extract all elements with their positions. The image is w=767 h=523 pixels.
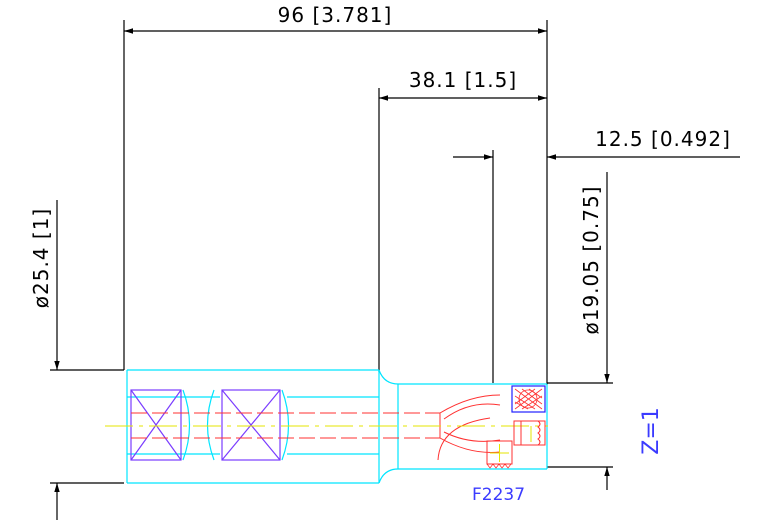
neck-length-label: 38.1 [1.5]: [409, 68, 517, 92]
dimension-tip-length: [453, 150, 740, 383]
tip-insert: [486, 385, 546, 469]
tip-length-label: 12.5 [0.492]: [595, 127, 731, 151]
dimension-neck-diameter: [547, 172, 613, 490]
square-drive-cross-2: [221, 389, 281, 461]
part-outline: [126, 369, 548, 484]
body-diameter-label: ø25.4 [1]: [29, 208, 53, 308]
hidden-lines: [131, 394, 501, 461]
dimension-overall-length: [123, 20, 548, 385]
overall-length-label: 96 [3.781]: [278, 3, 393, 27]
dimension-neck-length: [378, 88, 547, 372]
dimension-body-diameter: [50, 200, 124, 520]
neck-diameter-label: ø19.05 [0.75]: [579, 186, 603, 335]
z-count-label: Z=1: [639, 407, 664, 455]
part-number-label: F2237: [472, 485, 525, 505]
square-drive-cross-1: [130, 389, 182, 461]
